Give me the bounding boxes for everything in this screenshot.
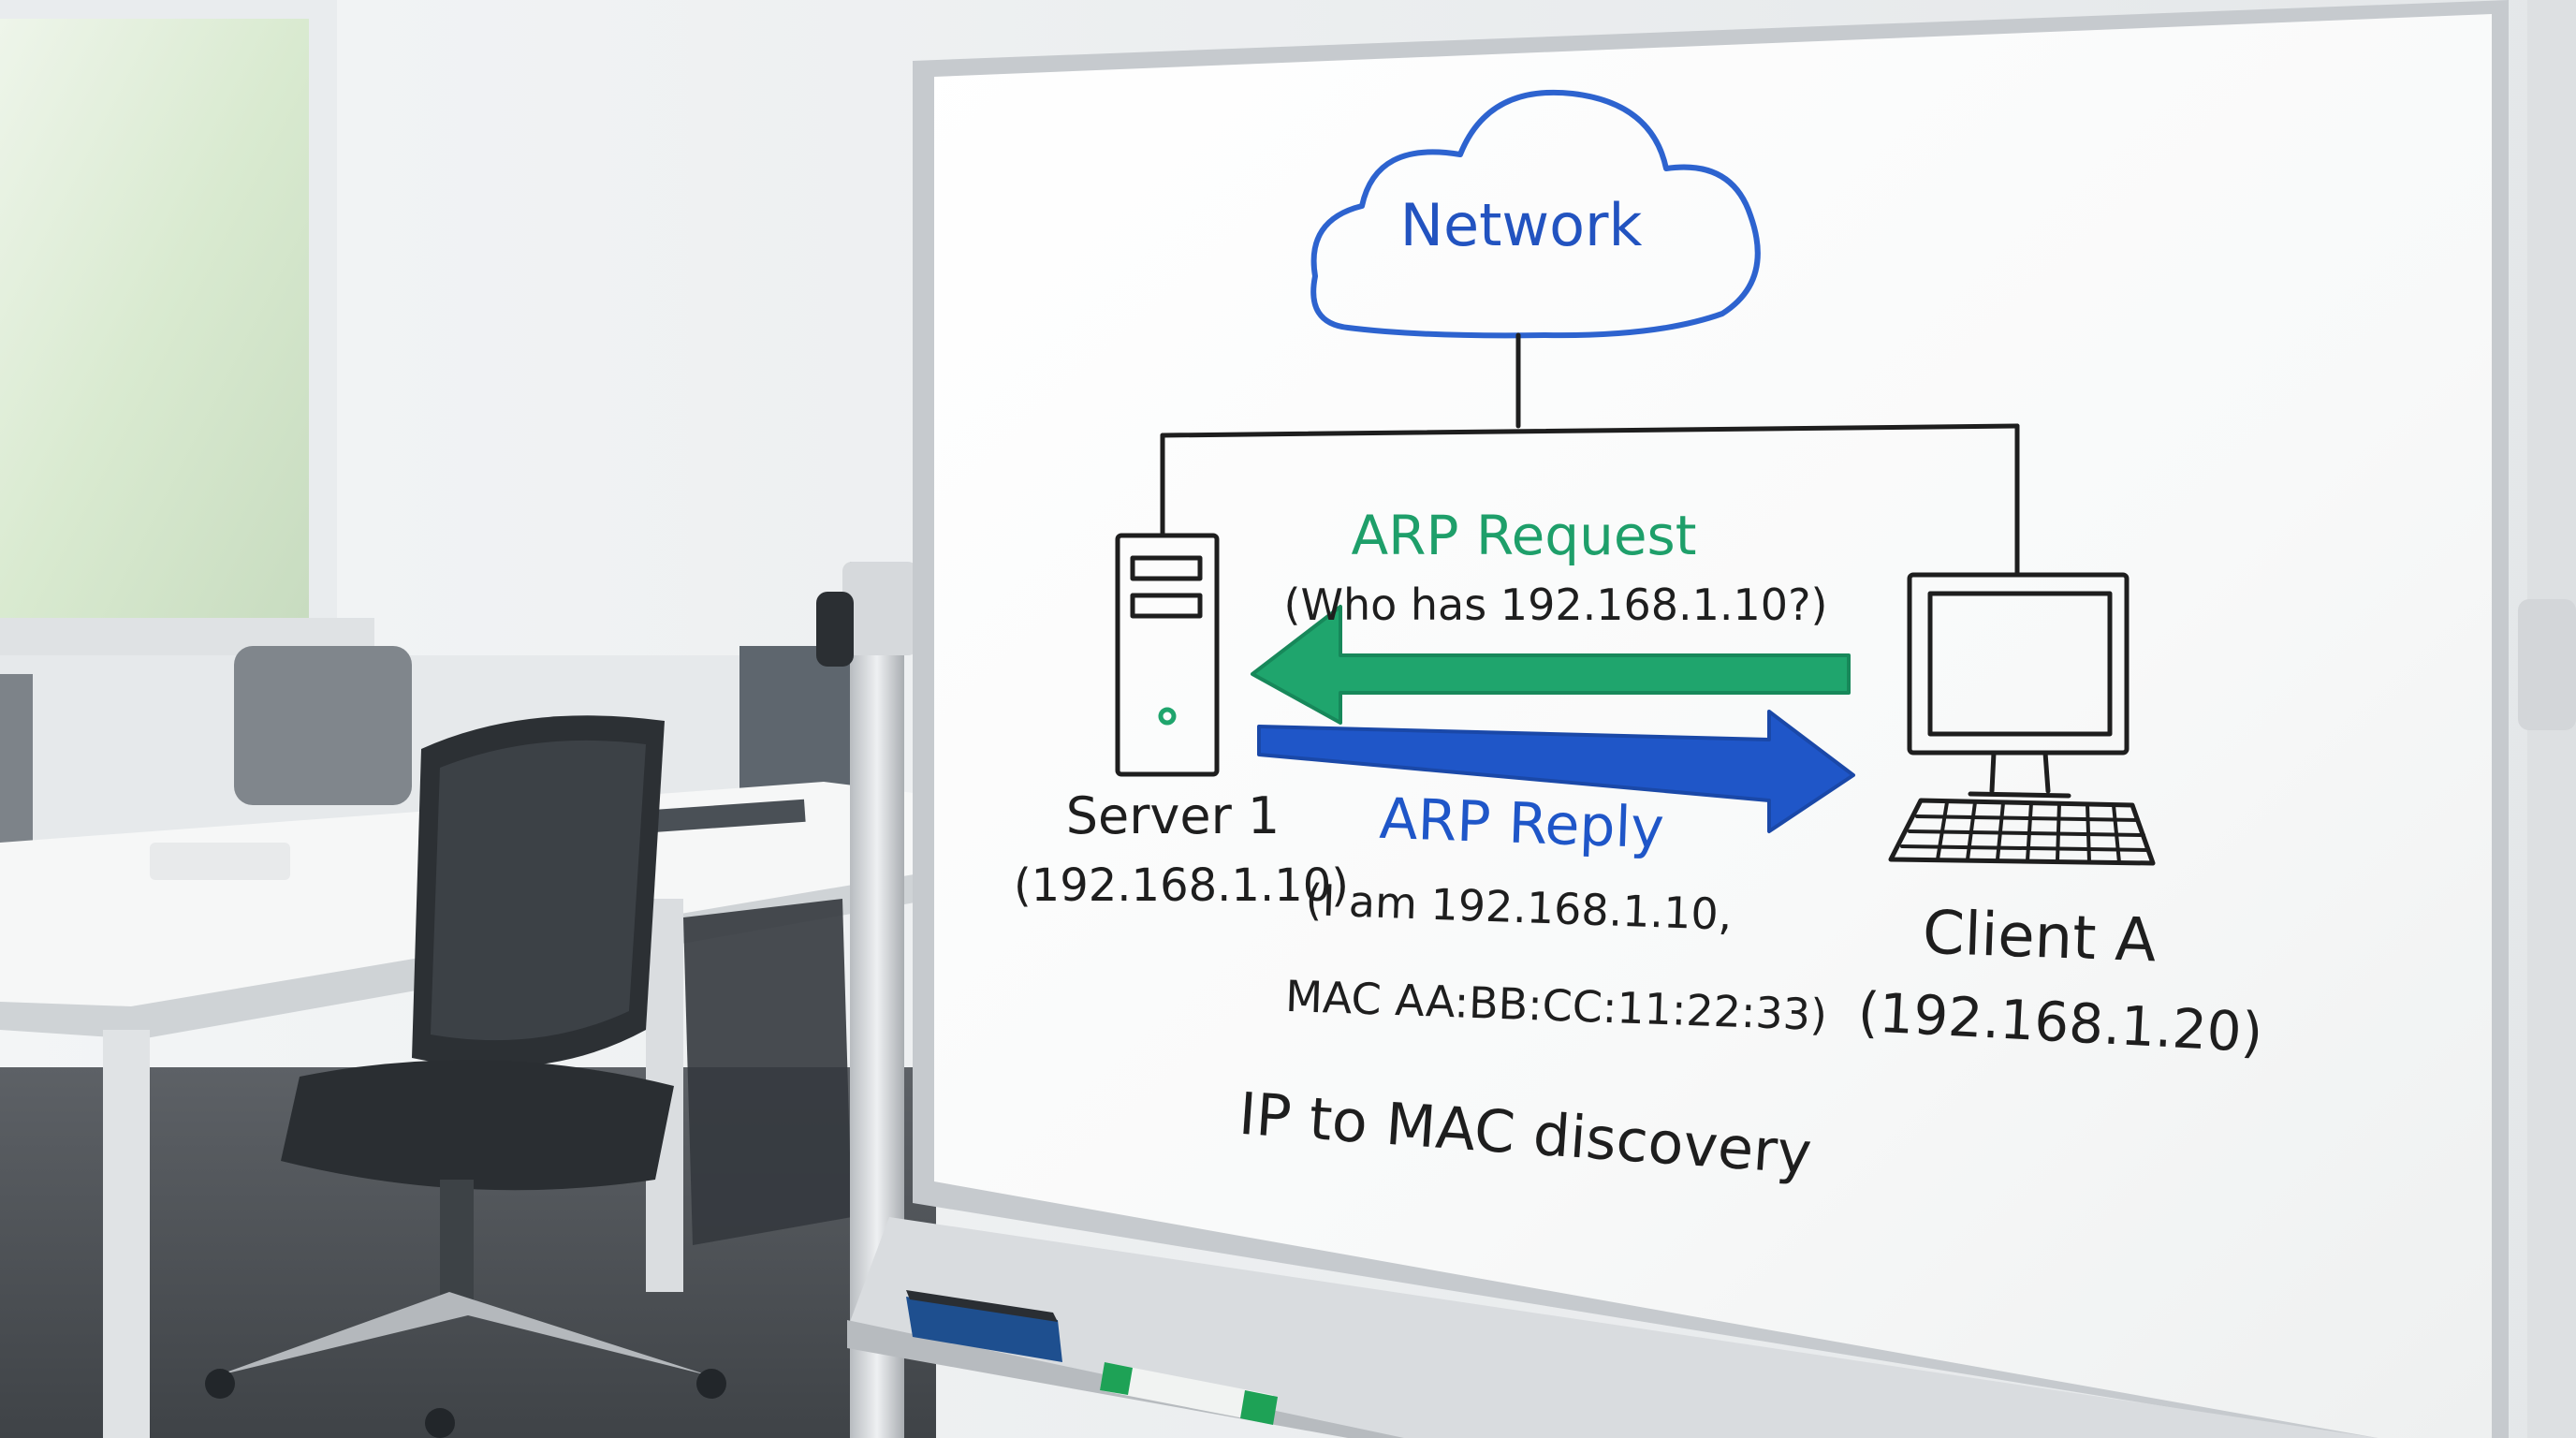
keyboard-icon (1888, 798, 2156, 866)
desktop-computer-icon (1907, 572, 2130, 799)
right-arrow-icon (1257, 710, 1855, 833)
whiteboard-pivot-cap (842, 562, 917, 655)
network-line (1160, 423, 2020, 438)
green-marker-icon[interactable] (1100, 1362, 1278, 1425)
chair-wheel (205, 1369, 235, 1399)
window-glass (0, 19, 309, 618)
client-name: Client A (1922, 899, 2158, 976)
back-chair (0, 674, 33, 861)
left-arrow-icon (1251, 605, 1851, 725)
back-chair-right (683, 899, 852, 1245)
office-chair-base (215, 1292, 711, 1376)
arp-request-title: ARP Request (1352, 504, 1697, 567)
marker-tray (847, 1217, 2378, 1438)
table-leg (103, 1030, 150, 1438)
office-chair-seat (281, 1060, 674, 1191)
cloud-icon (1310, 89, 1761, 339)
whiteboard-surface (934, 14, 2492, 1438)
whiteboard-pivot-knob (816, 592, 854, 667)
arp-reply-title: ARP Reply (1378, 786, 1664, 862)
arp-request-detail: (Who has 192.168.1.10?) (1284, 580, 1828, 630)
office-chair-stem (440, 1180, 474, 1301)
server-tower-icon (1115, 533, 1220, 777)
laptop (636, 799, 806, 834)
office-chair-mesh (431, 740, 646, 1041)
chair-wheel (696, 1369, 726, 1399)
server-ip: (192.168.1.10) (1014, 859, 1349, 912)
eraser-icon[interactable] (906, 1290, 1062, 1362)
back-monitor (739, 646, 871, 796)
back-chair (234, 646, 412, 805)
server-name: Server 1 (1066, 786, 1281, 845)
chair-wheel (425, 1408, 455, 1438)
arp-diagram (1115, 89, 2156, 866)
whiteboard-right-pivot (2518, 599, 2576, 730)
cable-box (150, 843, 290, 880)
network-label: Network (1400, 191, 1643, 259)
